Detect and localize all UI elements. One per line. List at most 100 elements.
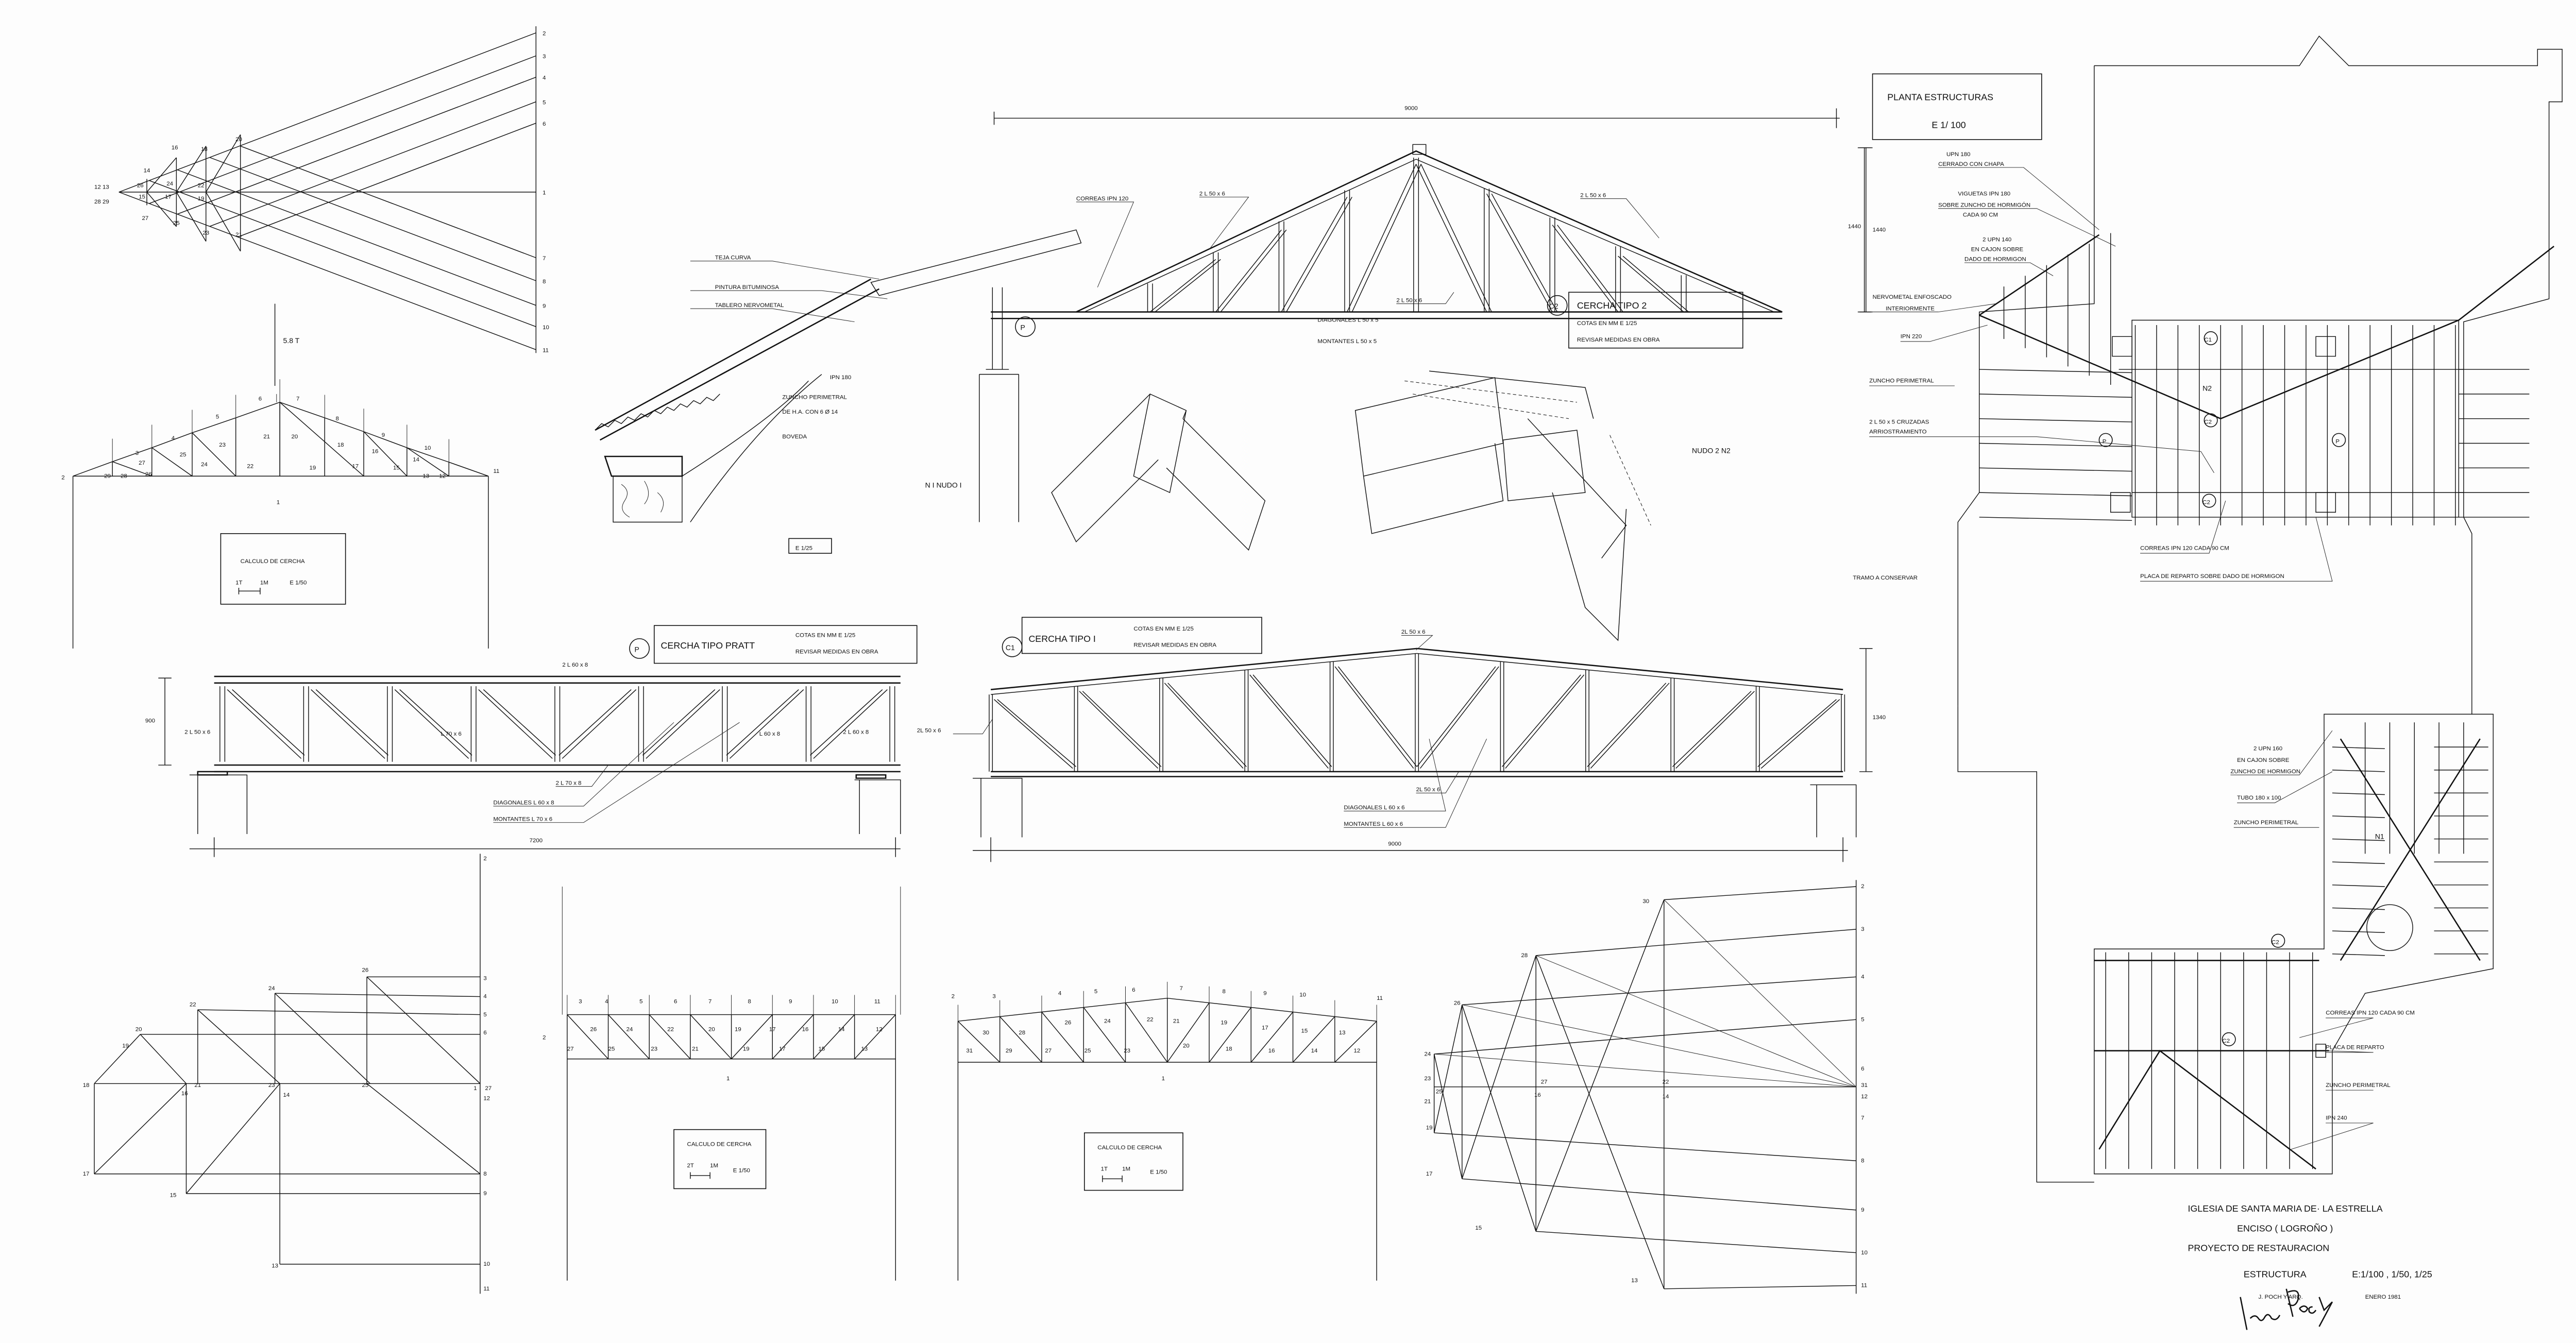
truss-node-label: 11: [493, 468, 499, 474]
truss-node-label: 29: [104, 473, 111, 479]
truss-node-label: 10: [832, 998, 838, 1005]
force-label: 22: [190, 1002, 196, 1008]
force-label: 17: [83, 1171, 90, 1177]
force-label: 25: [362, 1082, 369, 1089]
label-placa-2: PLACA DE REPARTO: [2326, 1045, 2384, 1051]
roof-slope: [870, 229, 1082, 296]
force-label: 2: [543, 31, 546, 37]
label-cerrado: CERRADO CON CHAPA: [1938, 161, 2004, 167]
truss-node-label: 15: [393, 465, 400, 471]
roof-tiles: [595, 394, 720, 431]
load-label: 5.8 T: [283, 336, 300, 345]
truss-revisar: REVISAR MEDIDAS EN OBRA: [795, 649, 878, 655]
truss-node-label: 6: [1132, 987, 1135, 993]
truss-node-label: 2: [61, 475, 64, 481]
label-en-cajon-2: EN CAJON SOBRE: [2237, 757, 2290, 763]
truss-node-label: 27: [1045, 1048, 1052, 1054]
truss-node-label: 30: [982, 1030, 989, 1036]
member-line: [1462, 1005, 1856, 1087]
force-label: 26: [137, 182, 144, 189]
truss-node-label: 19: [735, 1026, 741, 1032]
montante: [889, 686, 895, 762]
purlin: [2332, 861, 2385, 864]
force-label: 27: [1541, 1079, 1548, 1085]
force-label: 23: [1425, 1076, 1431, 1082]
truss-c1-elevation: [973, 648, 1857, 838]
truss-node-label: 19: [310, 465, 316, 471]
force-label: 20: [235, 137, 242, 143]
truss-node-label: 7: [296, 396, 299, 402]
span-dimension-line: [189, 837, 901, 857]
truss-node-label: 15: [1301, 1028, 1308, 1034]
hip-beam: [2098, 1049, 2316, 1170]
member-line: [146, 157, 177, 193]
member-line: [279, 402, 364, 477]
truss-node-label: 3: [579, 998, 582, 1005]
building-outline: [1957, 35, 2563, 715]
truss-node-label: 13: [1339, 1030, 1346, 1036]
member-line: [197, 1009, 280, 1084]
purlin: [2332, 746, 2385, 750]
force-label: 19: [198, 196, 205, 202]
force-label: 21: [1425, 1099, 1431, 1105]
hip-beam: [1979, 234, 2554, 420]
force-label: 28: [1521, 953, 1528, 959]
member-line: [192, 417, 236, 433]
truss-revisar: REVISAR MEDIDAS EN OBRA: [1577, 337, 1660, 343]
truss-node-label: 1: [726, 1076, 730, 1082]
member-line: [151, 432, 193, 448]
force-label: 4: [1861, 974, 1865, 980]
bottom-chord: [991, 311, 1783, 319]
mark-c2: C2: [2202, 499, 2210, 505]
member-line: [690, 1014, 732, 1060]
montante: [722, 686, 728, 762]
truss-cotas: COTAS EN MM E 1/25: [795, 633, 855, 639]
mark-c2: C2: [2204, 419, 2212, 425]
calc-box-title: CALCULO DE CERCHA: [241, 558, 305, 565]
node-1-label: N I NUDO I: [925, 481, 962, 489]
truss-node-label: 19: [1221, 1020, 1227, 1026]
member-line: [192, 432, 236, 477]
diagonal: [1149, 259, 1221, 313]
force-label: 21: [194, 1082, 201, 1089]
span-dimension-line: [973, 837, 1848, 862]
truss-node-label: 17: [779, 1046, 786, 1052]
truss-node-label: 21: [263, 434, 270, 440]
node-2-hidden-lines: [1404, 380, 1651, 526]
label-montantes: MONTANTES L 60 x 6: [1344, 821, 1403, 827]
truss-node-label: 9: [1263, 990, 1266, 996]
label-arriostramiento: ARRIOSTRAMIENTO: [1869, 429, 1926, 435]
force-label: 4: [543, 75, 546, 81]
church-name: IGLESIA DE SANTA MARIA DE· LA ESTRELLA: [2188, 1203, 2382, 1214]
member-line: [1536, 1231, 1856, 1253]
force-label: 19: [122, 1043, 129, 1049]
label-teja: TEJA CURVA: [715, 255, 751, 261]
label-diagonales: DIAGONALES L 60 x 6: [1344, 805, 1404, 811]
truss-node-label: 7: [1180, 985, 1183, 992]
member-line: [177, 169, 536, 306]
label-diagonal: L 60 x 8: [759, 731, 780, 737]
label-pintura: PINTURA BITUMINOSA: [715, 284, 779, 291]
montante: [1244, 670, 1249, 772]
support-pier: [189, 774, 901, 835]
member-line: [363, 431, 408, 477]
force-label: 19: [1426, 1125, 1433, 1131]
member-line: [279, 402, 325, 418]
truss-node-label: 4: [605, 998, 608, 1005]
truss-node-label: 28: [1019, 1030, 1025, 1036]
calc-box-frame: [673, 1129, 767, 1189]
montante: [1500, 661, 1504, 772]
force-label: 6: [543, 121, 546, 127]
force-label: 24: [166, 181, 173, 187]
force-label: 9: [543, 303, 546, 310]
height-dimension-line: [158, 677, 172, 766]
diagonal: [394, 689, 472, 759]
member-line: [1125, 1002, 1168, 1063]
montante: [219, 686, 226, 762]
truss-node-label: 26: [590, 1026, 597, 1032]
title-box: [1568, 292, 1743, 349]
truss-node-label: 5: [1094, 989, 1097, 995]
label-montantes: MONTANTES L 50 x 5: [1317, 338, 1377, 345]
